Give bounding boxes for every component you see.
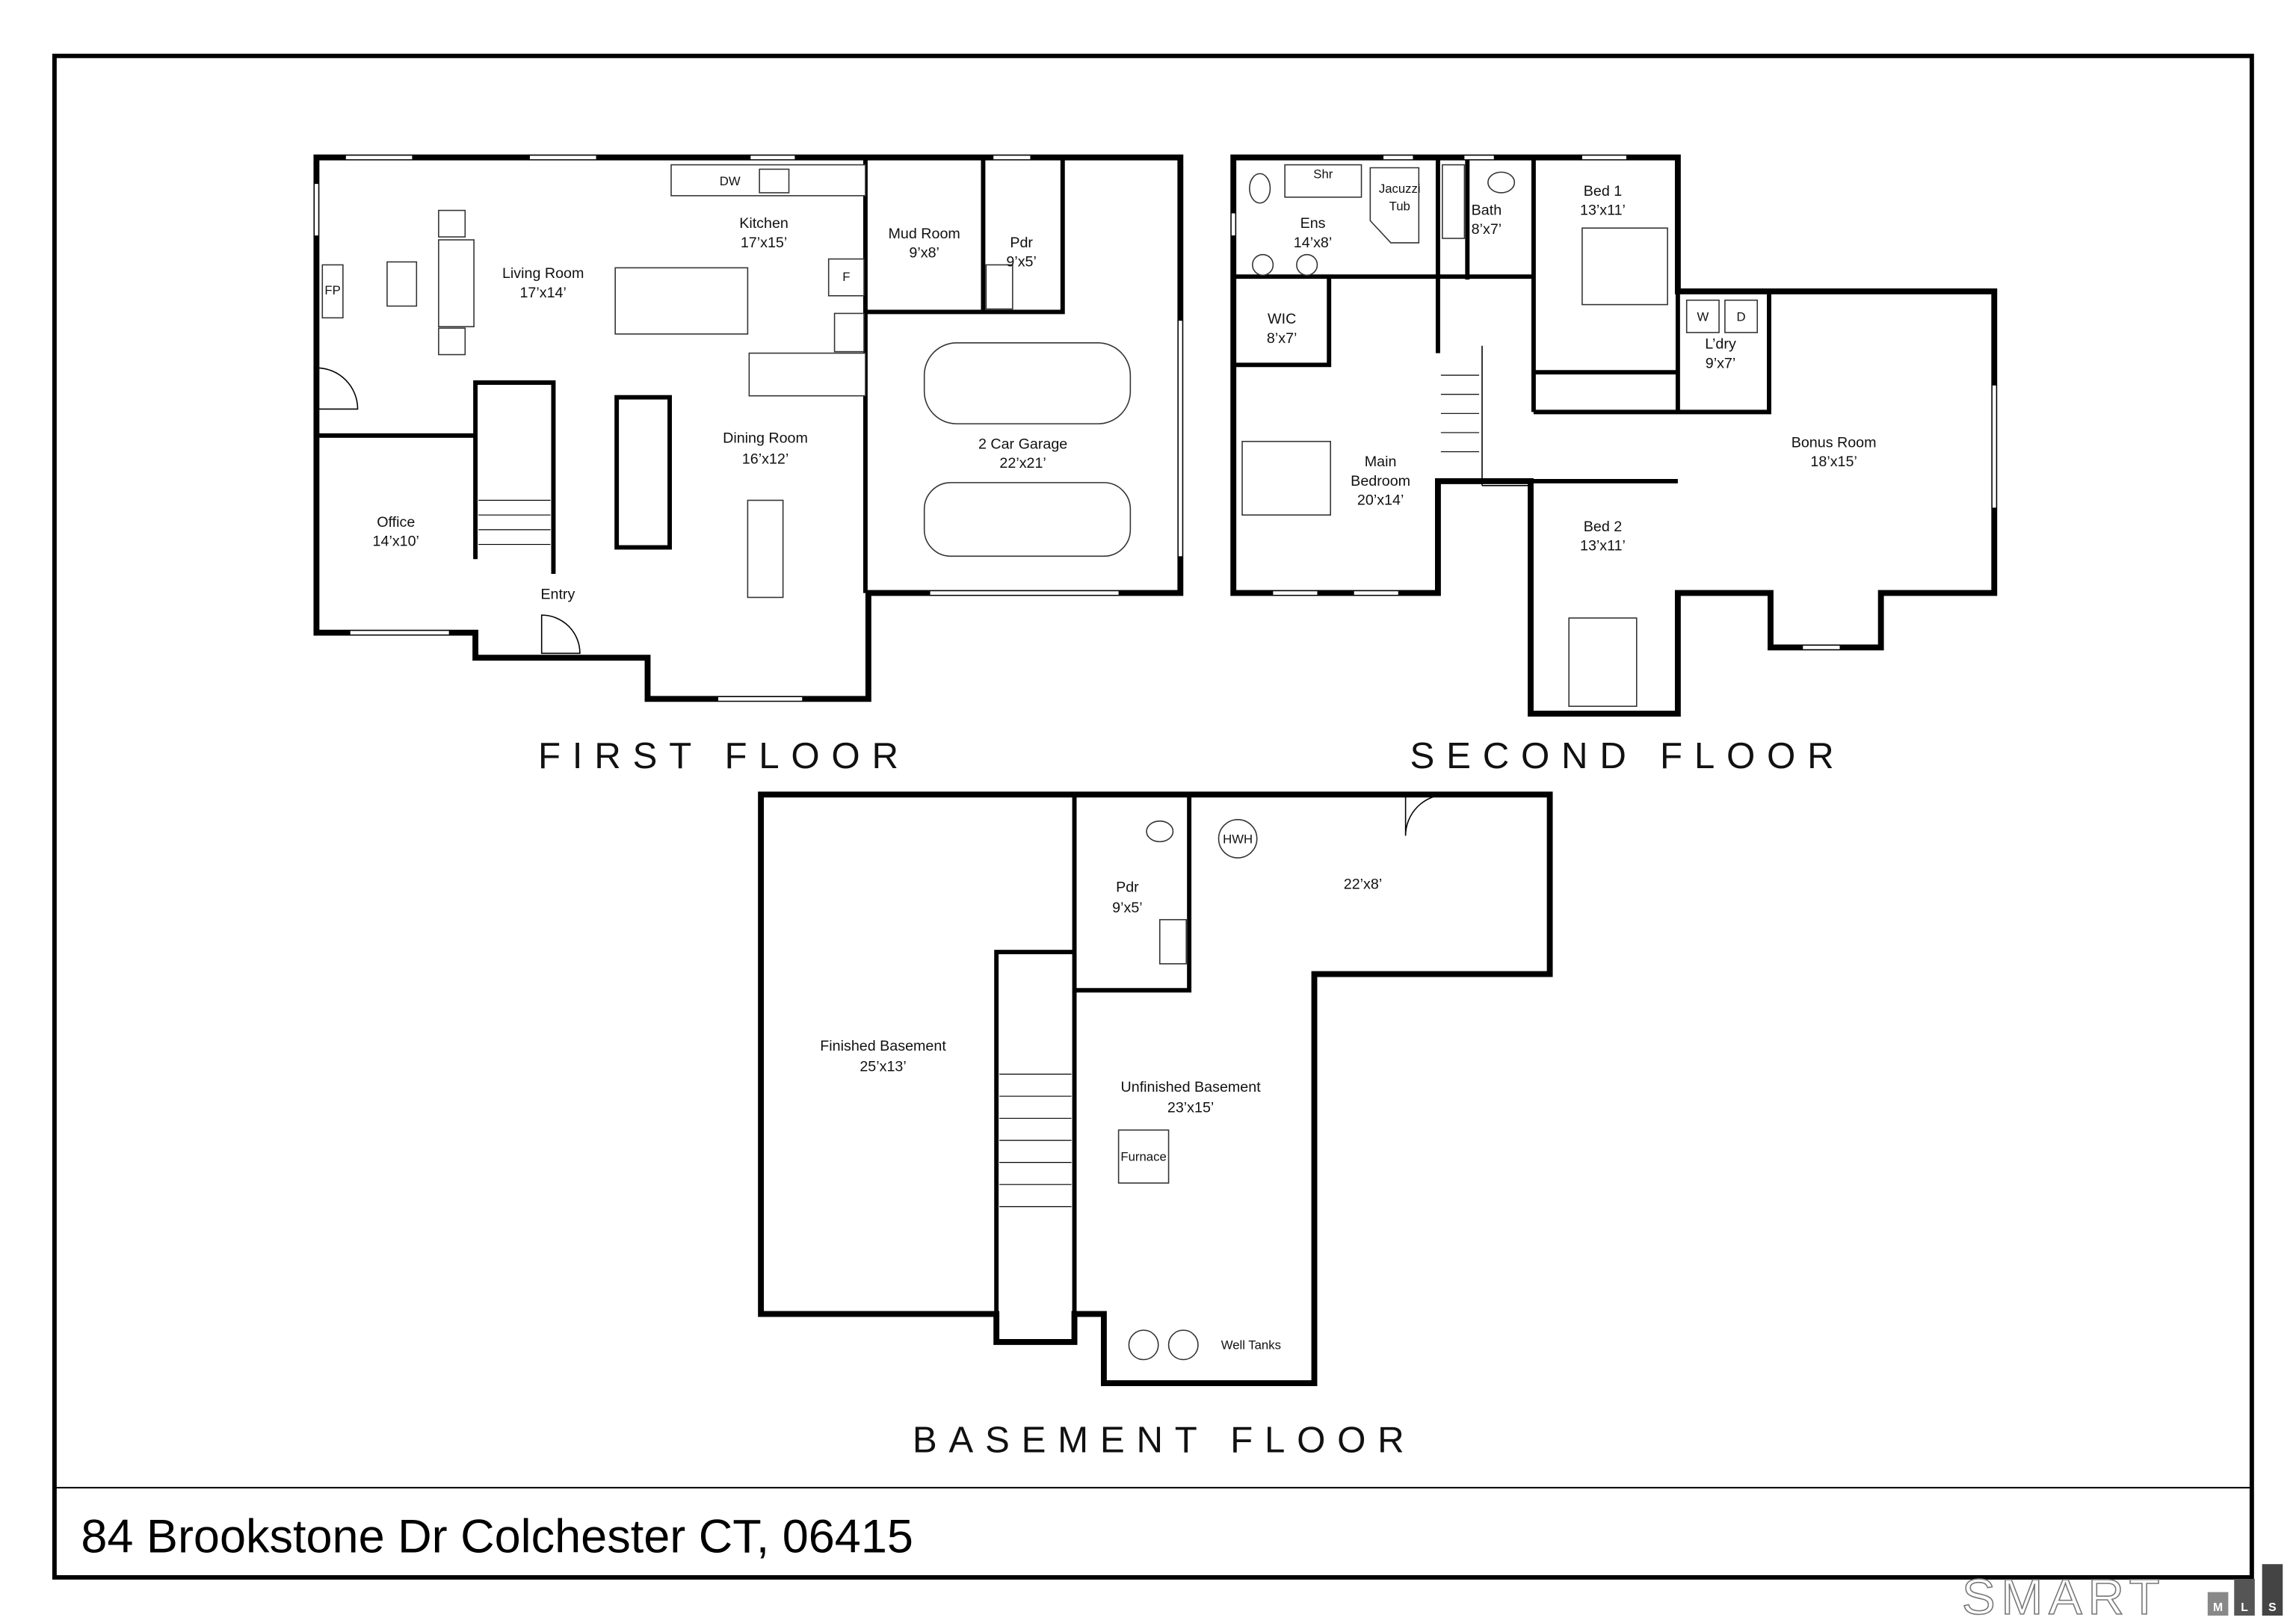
room-dims: 9’x8’ — [909, 245, 939, 262]
sink-icon — [1158, 918, 1187, 965]
stove-icon — [833, 312, 865, 353]
room-dims: 13’x11’ — [1580, 537, 1626, 554]
room-label: Pdr — [1116, 879, 1139, 895]
room-dims: 9’x7’ — [1706, 355, 1736, 371]
jacuzzi-label: Jacuzzi — [1379, 182, 1421, 196]
room-label: Dining Room — [723, 430, 808, 447]
room-dims: 17’x14’ — [519, 285, 566, 301]
fireplace-label: FP — [324, 283, 340, 297]
car-icon — [923, 342, 1132, 424]
room-dims: 20’x14’ — [1357, 492, 1404, 508]
kitchen-island — [614, 267, 749, 335]
dining-table-icon — [747, 499, 784, 599]
property-address: 84 Brookstone Dr Colchester CT, 06415 — [81, 1510, 913, 1562]
dishwasher-label: DW — [720, 174, 741, 188]
toilet-icon — [1487, 171, 1516, 194]
page-frame — [52, 53, 2254, 1580]
room-label: Entry — [540, 586, 575, 602]
room-label: Main — [1365, 454, 1397, 470]
room-dims: 14’x8’ — [1294, 235, 1332, 251]
washer-icon — [1685, 299, 1720, 333]
logo-text: SMART — [1962, 1569, 2165, 1623]
room-dims: 16’x12’ — [742, 451, 789, 467]
jacuzzi-tub-icon — [1369, 167, 1420, 244]
room-label: Bath — [1472, 202, 1502, 218]
furnace-label: Furnace — [1120, 1150, 1166, 1164]
logo-letter: M — [2213, 1601, 2223, 1614]
first-floor-title: FIRST FLOOR — [538, 735, 910, 776]
door-icon — [316, 367, 359, 410]
room-dims: 14’x10’ — [373, 534, 419, 550]
room-dims: 25’x13’ — [860, 1059, 906, 1075]
door-icon — [1404, 794, 1447, 836]
logo-letter: L — [2241, 1601, 2248, 1614]
smart-mls-logo: SMART M L S — [1961, 1564, 2283, 1623]
room-label: Bed 2 — [1584, 519, 1622, 535]
room-dims: 9’x5’ — [1112, 900, 1143, 916]
first-floor-plan: DW F FP Living Room 17’x14’ Kitchen 17’x… — [313, 154, 1184, 776]
room-label: Kitchen — [739, 215, 789, 232]
room-label: Office — [377, 514, 415, 531]
basement-plan: HWH Furnace Well Tanks Pdr 9’x5’ 22’x8’ … — [758, 791, 1553, 1461]
room-label: 2 Car Garage — [978, 436, 1067, 453]
room-label: Mud Room — [889, 226, 960, 242]
bathtub-icon — [1442, 164, 1466, 239]
basement-floor-title: BASEMENT FLOOR — [913, 1420, 1416, 1461]
sofa-icon — [438, 239, 475, 327]
toilet-icon — [1249, 173, 1271, 204]
room-label: Pdr — [1010, 235, 1033, 251]
washer-label: W — [1697, 309, 1709, 324]
sink-icon — [1252, 253, 1274, 276]
room-label: Bedroom — [1351, 473, 1410, 489]
room-dims: 17’x15’ — [741, 235, 787, 251]
room-dims: 23’x15’ — [1167, 1100, 1214, 1116]
second-floor-plan: Shr Jacuzzi Tub W D Ens 14’x8’ Bath 8’x7… — [1230, 154, 1998, 776]
room-label: Finished Basement — [820, 1038, 946, 1054]
room-label: L’dry — [1705, 336, 1736, 353]
room-label: WIC — [1268, 311, 1296, 327]
bed-icon — [1241, 440, 1331, 516]
sink-icon — [759, 168, 790, 194]
fridge-label: F — [842, 270, 850, 284]
room-label: Living Room — [502, 265, 584, 282]
well-tank-icon — [1128, 1329, 1159, 1361]
room-label: Bonus Room — [1792, 435, 1877, 451]
coffee-table — [386, 261, 418, 307]
room-dims: 8’x7’ — [1472, 221, 1502, 238]
room-dims: 8’x7’ — [1267, 330, 1297, 347]
logo-letter: S — [2268, 1601, 2277, 1614]
furnace-icon — [1117, 1129, 1170, 1184]
room-dims: 22’x21’ — [999, 455, 1046, 472]
water-heater-icon — [1218, 819, 1258, 859]
front-door-icon — [540, 614, 581, 655]
car-icon — [923, 482, 1132, 557]
room-dims: 18’x15’ — [1810, 454, 1857, 470]
bed-icon — [1581, 227, 1668, 306]
well-tanks-label: Well Tanks — [1221, 1338, 1281, 1352]
bed-icon — [1568, 617, 1638, 707]
dryer-icon — [1724, 299, 1759, 333]
room-label: Bed 1 — [1584, 183, 1622, 200]
tub-label: Tub — [1389, 200, 1410, 214]
toilet-icon — [1146, 820, 1174, 843]
room-dims: 22’x8’ — [1344, 876, 1382, 892]
dryer-label: D — [1737, 309, 1746, 324]
room-label: Ens — [1300, 215, 1326, 232]
room-dims: 9’x5’ — [1006, 253, 1037, 270]
room-label: Unfinished Basement — [1121, 1079, 1262, 1095]
room-dims: 13’x11’ — [1580, 202, 1626, 218]
sink-icon — [1296, 253, 1318, 276]
well-tank-icon — [1167, 1329, 1199, 1361]
water-heater-label: HWH — [1223, 832, 1253, 846]
second-floor-title: SECOND FLOOR — [1410, 735, 1846, 776]
shower-label: Shr — [1313, 167, 1333, 181]
